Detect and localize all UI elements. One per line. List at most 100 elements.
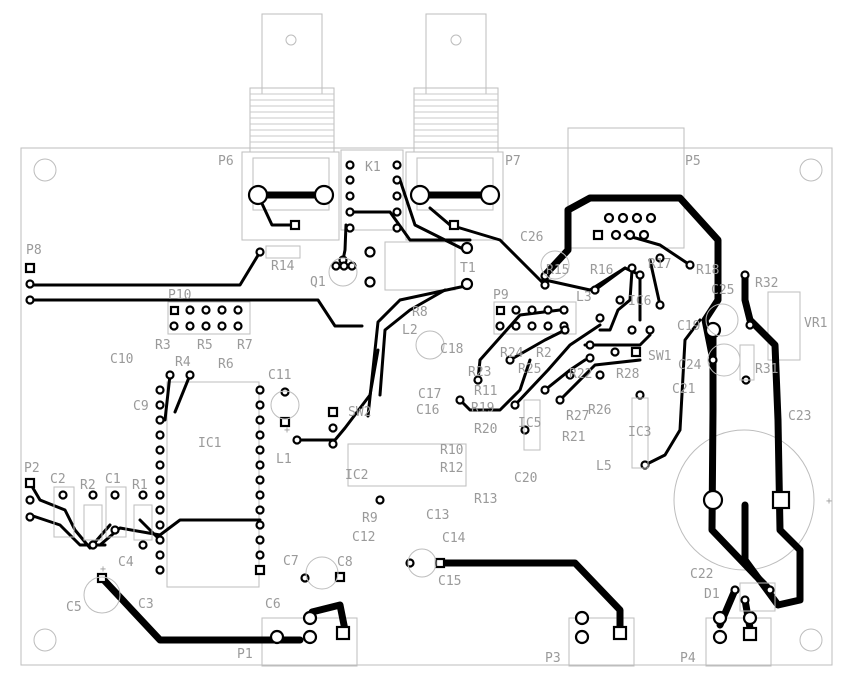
svg-text:L1: L1 <box>276 452 292 467</box>
svg-text:R14: R14 <box>271 259 295 274</box>
silkscreen-labels: P6 P7 P5 K1 P8 R14 Q1 T1 C26 R15 R16 R17… <box>24 154 832 666</box>
svg-text:IC3: IC3 <box>628 425 651 440</box>
vr1-outline <box>767 291 801 361</box>
svg-text:P2: P2 <box>24 461 40 476</box>
svg-text:R16: R16 <box>590 263 613 278</box>
svg-text:C17: C17 <box>418 387 441 402</box>
svg-text:T1: T1 <box>460 261 476 276</box>
svg-text:R19: R19 <box>471 401 494 416</box>
svg-text:C15: C15 <box>438 574 461 589</box>
svg-text:R21: R21 <box>562 430 585 445</box>
svg-text:C23: C23 <box>788 409 811 424</box>
t1-outline <box>384 241 456 291</box>
svg-text:R27: R27 <box>566 409 589 424</box>
svg-text:IC5: IC5 <box>518 416 541 431</box>
svg-text:IC2: IC2 <box>345 468 368 483</box>
svg-text:R2: R2 <box>80 478 96 493</box>
svg-text:R11: R11 <box>474 384 497 399</box>
svg-text:P3: P3 <box>545 651 561 666</box>
svg-text:+: + <box>826 496 832 507</box>
header-p9-outline <box>493 301 577 335</box>
svg-text:P6: P6 <box>218 154 234 169</box>
svg-text:R3: R3 <box>155 338 171 353</box>
svg-text:R32: R32 <box>755 276 778 291</box>
svg-text:R17: R17 <box>648 257 671 272</box>
svg-text:C12: C12 <box>352 530 375 545</box>
svg-text:R15: R15 <box>546 263 569 278</box>
svg-text:R26: R26 <box>588 403 611 418</box>
svg-text:D1: D1 <box>704 587 720 602</box>
svg-text:VR1: VR1 <box>804 316 827 331</box>
copper-traces <box>28 178 804 644</box>
svg-text:C22: C22 <box>690 567 713 582</box>
svg-text:C3: C3 <box>138 597 154 612</box>
svg-text:R4: R4 <box>175 355 191 370</box>
svg-text:C1: C1 <box>105 472 121 487</box>
svg-text:R23: R23 <box>468 365 491 380</box>
svg-text:R7: R7 <box>237 338 253 353</box>
svg-text:P7: P7 <box>505 154 521 169</box>
svg-text:R8: R8 <box>412 305 428 320</box>
svg-text:R20: R20 <box>474 422 497 437</box>
svg-text:+: + <box>284 425 290 436</box>
svg-text:L3: L3 <box>576 290 592 305</box>
svg-text:C21: C21 <box>672 382 695 397</box>
board-outline <box>20 147 833 666</box>
component-bodies <box>53 245 776 614</box>
svg-text:C26: C26 <box>520 230 543 245</box>
connector-p5-outline <box>567 127 685 249</box>
component-pads <box>24 160 791 645</box>
svg-text:P9: P9 <box>493 288 509 303</box>
svg-text:P8: P8 <box>26 243 42 258</box>
svg-text:R2: R2 <box>536 346 552 361</box>
svg-text:R6: R6 <box>218 357 234 372</box>
bnc-connector-p7 <box>405 13 504 241</box>
svg-text:C6: C6 <box>265 597 281 612</box>
svg-text:R18: R18 <box>696 263 719 278</box>
svg-text:R31: R31 <box>755 362 778 377</box>
svg-text:R24: R24 <box>500 346 524 361</box>
svg-text:SW1: SW1 <box>648 349 671 364</box>
svg-text:C4: C4 <box>118 555 134 570</box>
connector-p3-outline <box>568 617 635 667</box>
svg-text:C24: C24 <box>678 358 702 373</box>
svg-text:C11: C11 <box>268 368 291 383</box>
svg-text:R13: R13 <box>474 492 497 507</box>
svg-text:C25: C25 <box>711 283 734 298</box>
svg-text:R28: R28 <box>616 367 639 382</box>
svg-text:R5: R5 <box>197 338 213 353</box>
svg-text:C8: C8 <box>337 555 353 570</box>
bnc-connector-p6 <box>241 13 340 241</box>
svg-text:P10: P10 <box>168 288 191 303</box>
svg-text:R12: R12 <box>440 461 463 476</box>
svg-text:C10: C10 <box>110 352 133 367</box>
svg-text:L5: L5 <box>596 459 612 474</box>
ic2-outline <box>347 443 467 487</box>
svg-text:+: + <box>100 564 106 575</box>
c23-outline <box>673 429 815 571</box>
svg-text:K1: K1 <box>365 160 381 175</box>
svg-text:P4: P4 <box>680 651 696 666</box>
svg-text:IC6: IC6 <box>628 294 651 309</box>
svg-text:P5: P5 <box>685 154 701 169</box>
svg-text:IC1: IC1 <box>198 436 221 451</box>
connector-p4-outline <box>705 617 772 667</box>
svg-text:C7: C7 <box>283 554 299 569</box>
ic1-outline <box>166 381 260 588</box>
svg-text:R22: R22 <box>569 367 592 382</box>
svg-text:C9: C9 <box>133 399 149 414</box>
svg-text:C20: C20 <box>514 471 537 486</box>
svg-text:C2: C2 <box>50 472 66 487</box>
svg-text:R1: R1 <box>132 478 148 493</box>
svg-text:R9: R9 <box>362 511 378 526</box>
svg-text:C16: C16 <box>416 403 439 418</box>
svg-text:R25: R25 <box>518 362 541 377</box>
svg-text:C18: C18 <box>440 342 463 357</box>
svg-text:SW2: SW2 <box>348 405 371 420</box>
svg-text:C19: C19 <box>677 319 700 334</box>
svg-text:R10: R10 <box>440 443 463 458</box>
header-p10-outline <box>167 301 251 335</box>
svg-text:L2: L2 <box>402 323 418 338</box>
svg-text:C13: C13 <box>426 508 449 523</box>
